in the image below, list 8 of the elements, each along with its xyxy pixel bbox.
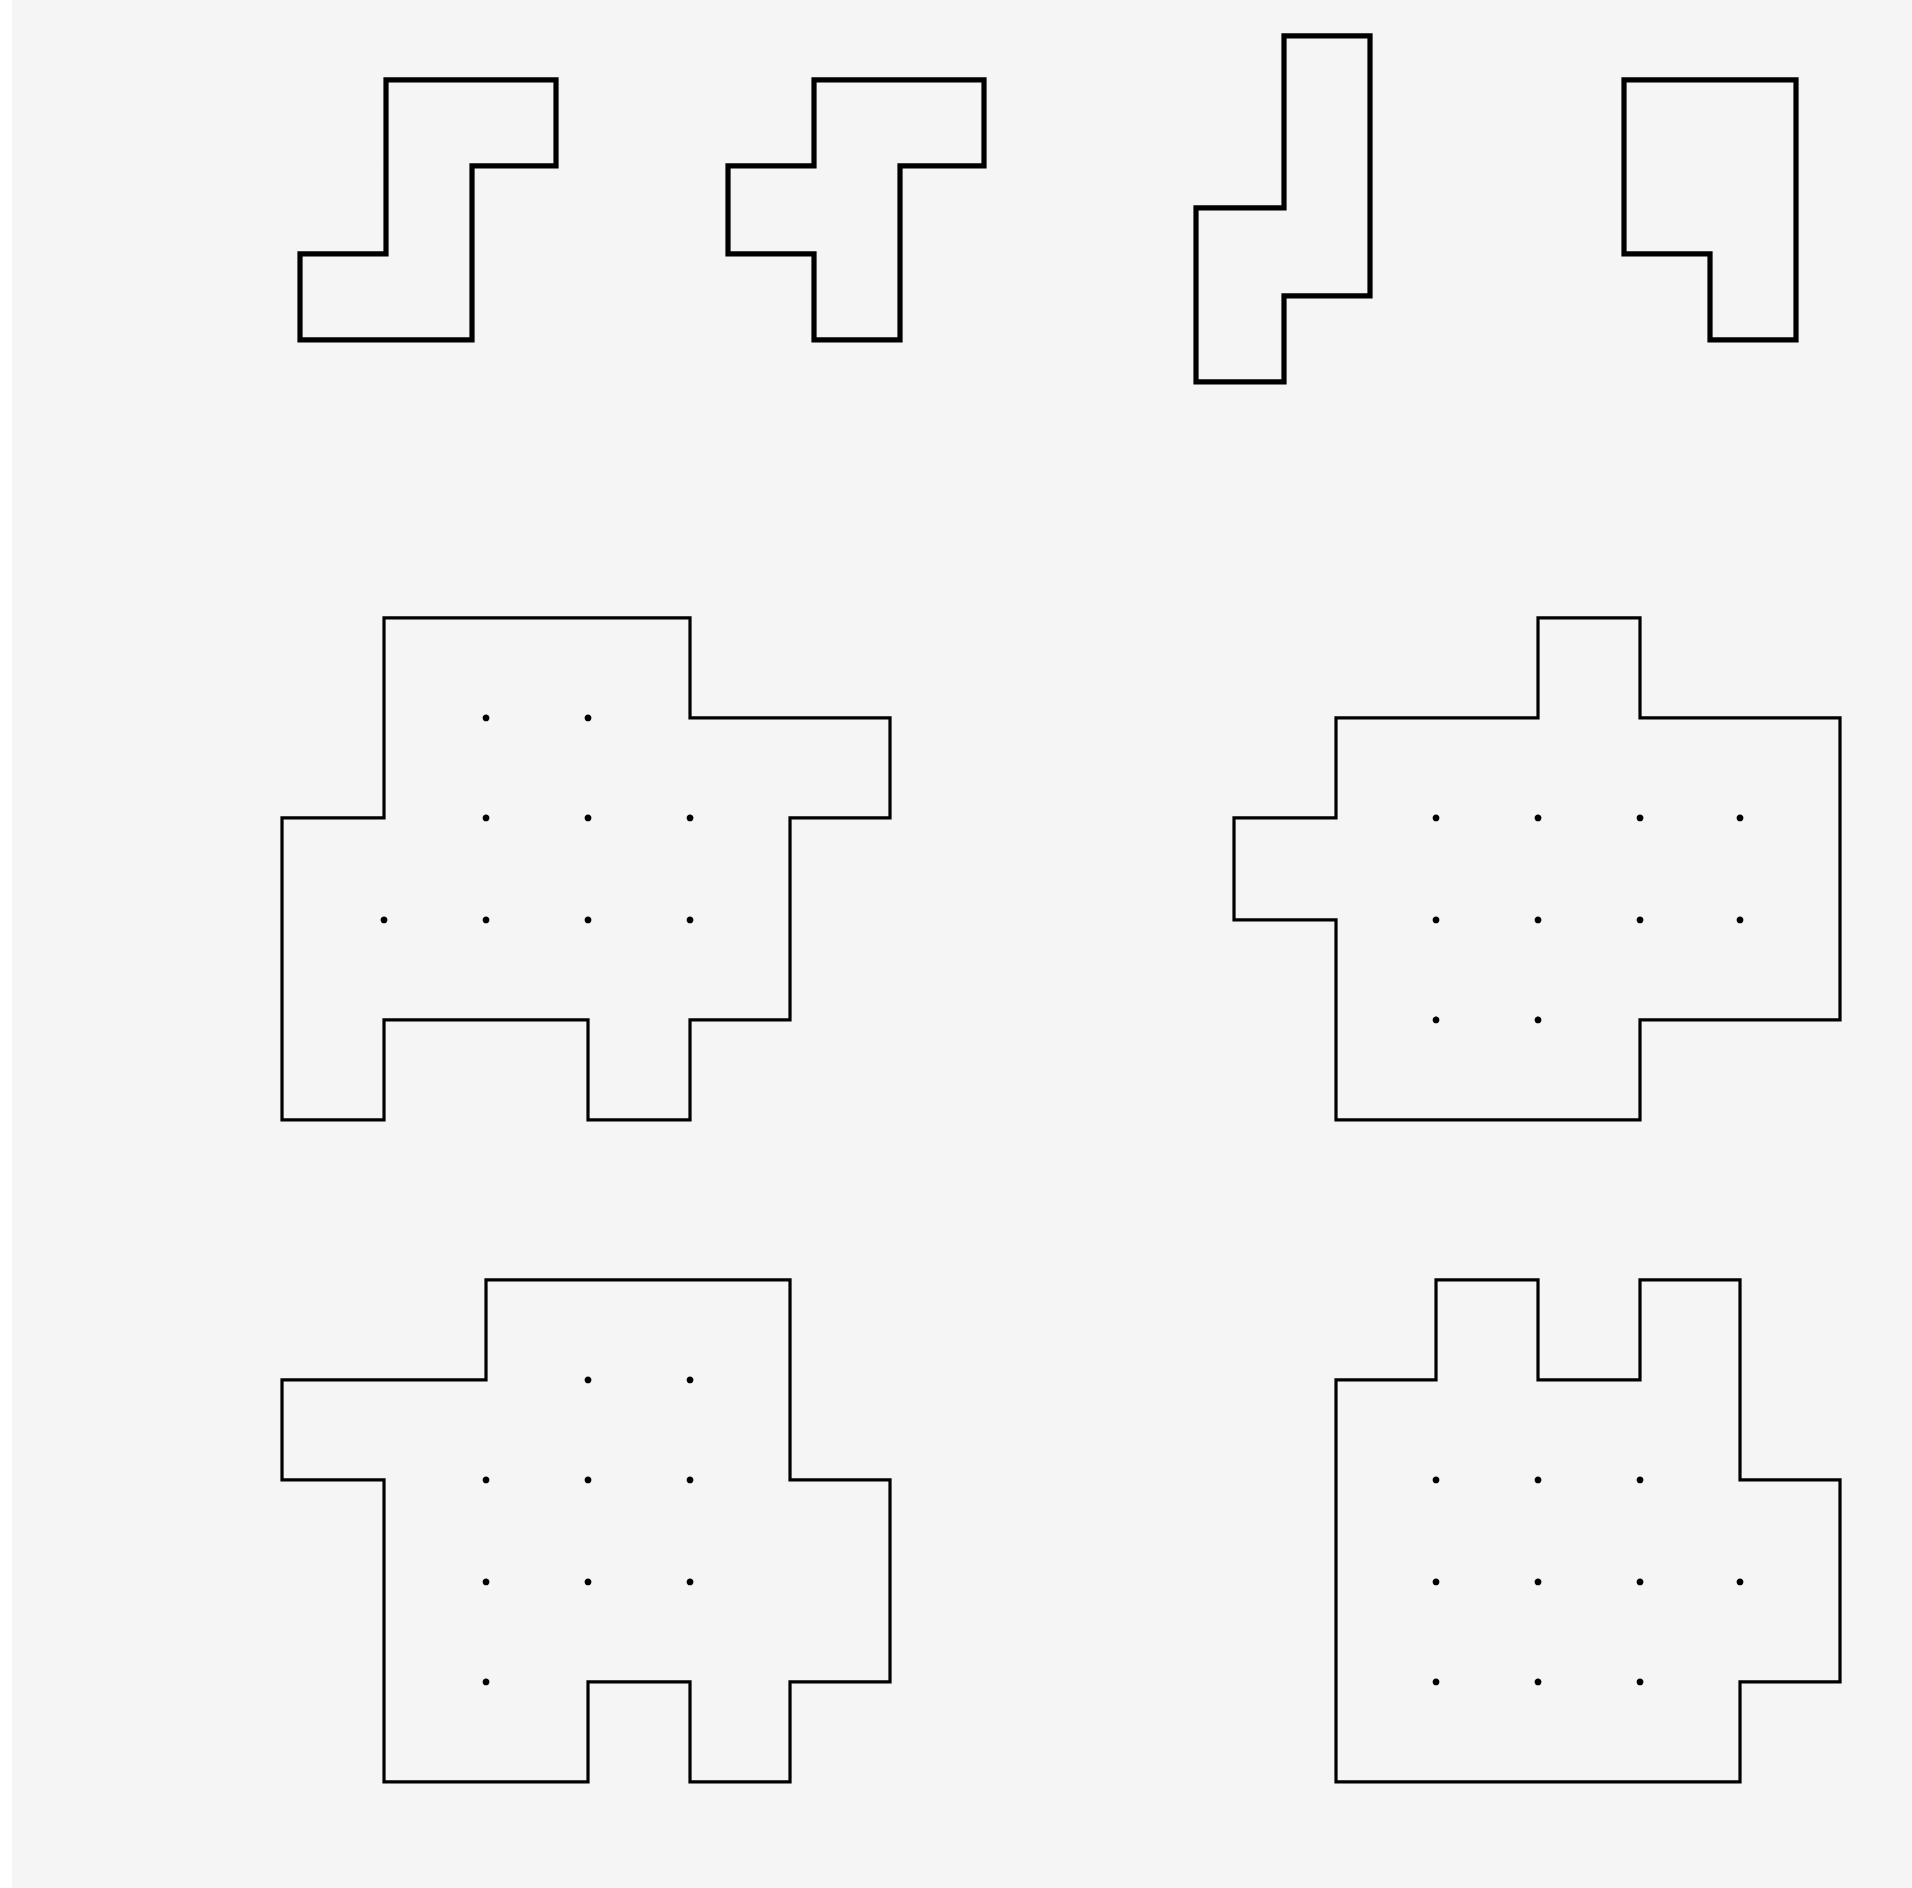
- dotted-shape: [280, 616, 892, 1122]
- dotted-shape: [280, 1278, 892, 1784]
- piece-outline: [1193, 33, 1373, 385]
- dotted-shape: [1232, 616, 1842, 1122]
- piece-outline: [725, 77, 987, 343]
- piece-outline: [297, 77, 559, 343]
- piece-outline: [1621, 77, 1799, 343]
- dotted-shape: [1334, 1278, 1842, 1784]
